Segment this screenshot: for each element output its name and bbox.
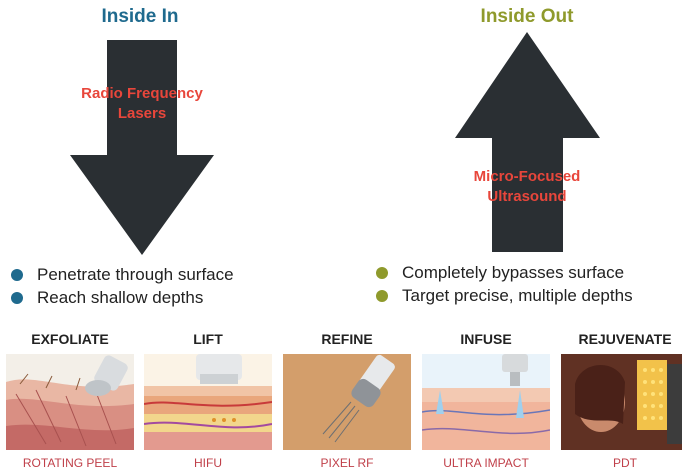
rejuvenate-illustration (561, 354, 682, 450)
right-bullets: Completely bypasses surface Target preci… (376, 261, 633, 307)
right-arrow-label-line1: Micro-Focused (473, 168, 581, 185)
exfoliate-illustration (6, 354, 134, 450)
arrows-diagram (70, 32, 600, 255)
right-bullet-item: Completely bypasses surface (376, 261, 633, 284)
caption-pdt: PDT (613, 456, 637, 470)
lift-illustration (144, 354, 272, 450)
bullet-dot-icon (11, 291, 23, 304)
refine-illustration (283, 354, 411, 450)
left-bullets: Penetrate through surface Reach shallow … (11, 263, 234, 309)
infuse-illustration (422, 354, 550, 450)
caption-hifu: HIFU (194, 456, 222, 470)
bullet-dot-icon (376, 266, 388, 279)
right-arrow-label-line2: Ultrasound (487, 188, 567, 205)
bullet-dot-icon (11, 268, 23, 281)
caption-rotating-peel: ROTATING PEEL (22, 456, 118, 470)
right-arrow-label: Micro-Focused Ultrasound (447, 167, 607, 207)
left-arrow-label: Radio Frequency Lasers (62, 84, 222, 124)
panel-title-exfoliate: EXFOLIATE (31, 331, 109, 347)
left-bullet-item: Penetrate through surface (11, 263, 234, 286)
panel-title-infuse: INFUSE (460, 331, 512, 347)
left-bullet-item: Reach shallow depths (11, 286, 234, 309)
panel-title-refine: REFINE (321, 331, 373, 347)
right-title: Inside Out (480, 6, 574, 27)
up-arrow (455, 32, 600, 252)
right-bullet-text: Target precise, multiple depths (402, 286, 633, 305)
left-title: Inside In (101, 6, 179, 27)
panel-title-rejuvenate: REJUVENATE (578, 331, 672, 347)
left-arrow-label-line2: Lasers (117, 105, 167, 122)
left-arrow-label-line1: Radio Frequency (81, 85, 203, 102)
right-bullet-text: Completely bypasses surface (402, 263, 625, 282)
caption-pixel-rf: PIXEL RF (320, 456, 374, 470)
left-bullet-text: Penetrate through surface (37, 265, 234, 284)
right-bullet-item: Target precise, multiple depths (376, 284, 633, 307)
left-bullet-text: Reach shallow depths (37, 288, 204, 307)
down-arrow (70, 40, 214, 255)
caption-ultra-impact: ULTRA IMPACT (443, 456, 529, 470)
bullet-dot-icon (376, 289, 388, 302)
panel-title-lift: LIFT (193, 331, 223, 347)
